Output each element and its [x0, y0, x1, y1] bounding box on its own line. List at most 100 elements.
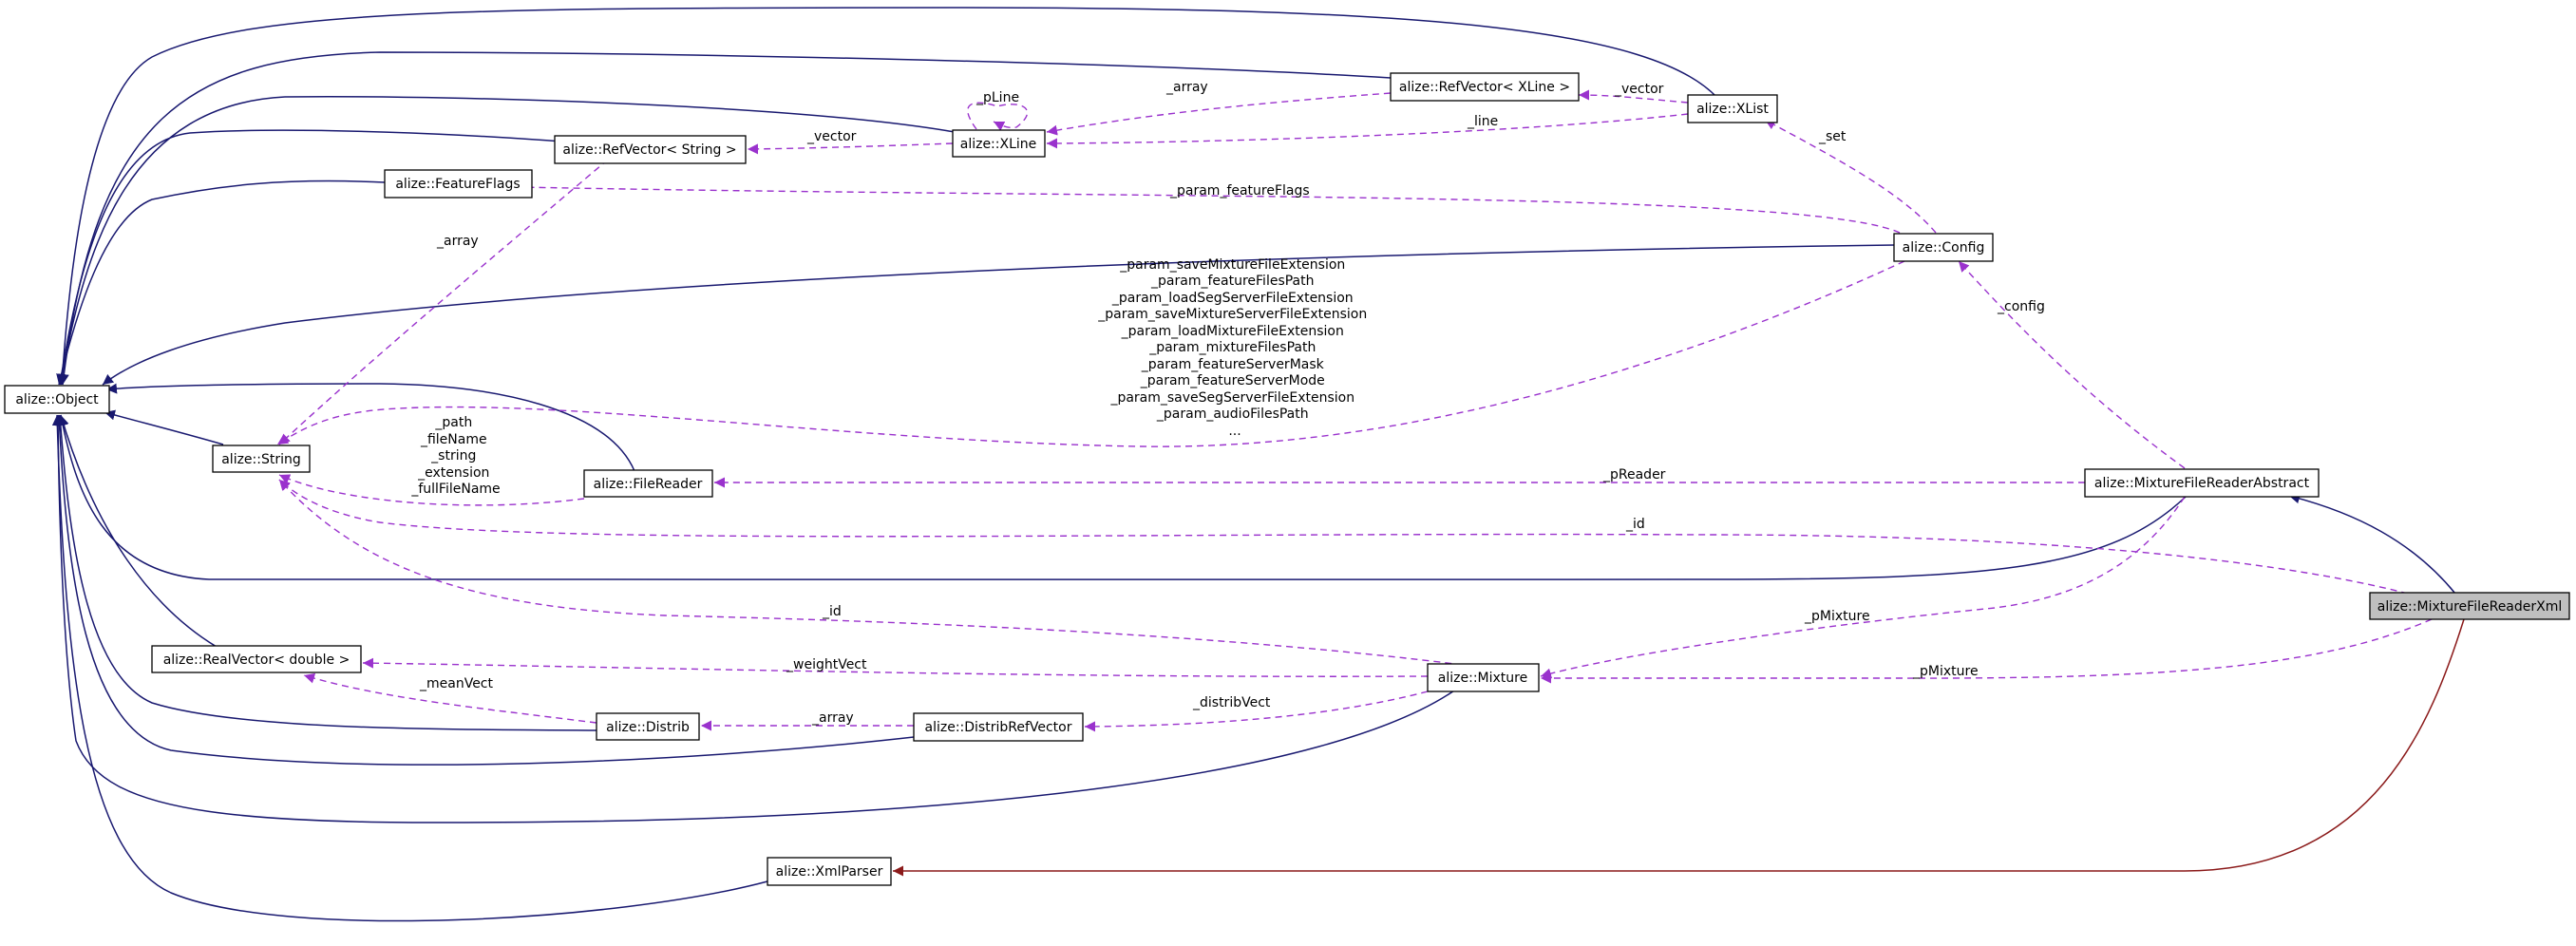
edge-mixture-weightvect-to-realvector	[362, 657, 1429, 677]
label-config-param-1: _param_featureFilesPath	[1150, 274, 1314, 289]
label-line: _line	[1467, 114, 1498, 129]
label-set: _set	[1818, 129, 1847, 144]
label-config-param-10: ...	[1228, 424, 1241, 439]
node-filereader[interactable]: alize::FileReader	[583, 469, 713, 498]
edge-mixture-id-to-string	[278, 479, 1464, 666]
nodes: alize::Object alize::String alize::Featu…	[4, 72, 2570, 886]
node-object-label: alize::Object	[15, 392, 99, 407]
node-config-label: alize::Config	[1903, 240, 1985, 255]
node-realvector-double-label: alize::RealVector< double >	[163, 653, 350, 668]
edge-xline-vector-to-refvector-string	[747, 142, 954, 155]
edge-xline-to-object	[57, 96, 956, 386]
edge-config-to-object	[102, 244, 1895, 386]
edge-refvector-xline-to-object	[58, 51, 1392, 386]
edge-config-set-to-xlist	[1764, 119, 1937, 234]
label-config-param-9: _param_audioFilesPath	[1156, 407, 1309, 422]
label-filereader-string-0: _path	[434, 415, 472, 430]
edge-distrib-meanvect-to-realvector	[303, 672, 597, 724]
node-mixturefilereaderabstract[interactable]: alize::MixtureFileReaderAbstract	[2084, 468, 2320, 498]
label-pline: _pLine	[975, 90, 1019, 105]
edge-xlist-vector-to-refvector-xline	[1578, 89, 1689, 104]
node-object[interactable]: alize::Object	[4, 385, 110, 414]
node-xline-label: alize::XLine	[960, 137, 1037, 152]
label-config: _config	[1997, 299, 2045, 314]
edge-labels: _pLine _array _vector _vector _line _set…	[410, 80, 2045, 726]
edge-string-to-object	[104, 409, 224, 445]
node-mixture-label: alize::Mixture	[1438, 671, 1527, 686]
edge-refvector-string-to-object	[56, 129, 618, 386]
label-config-param-6: _param_featureServerMask	[1141, 357, 1325, 372]
node-refvector-xline[interactable]: alize::RefVector< XLine >	[1390, 72, 1580, 102]
label-pmixture-xml: _pMixture	[1912, 664, 1979, 679]
edge-xlist-to-object	[57, 7, 1718, 386]
edge-mixture-to-object	[52, 414, 1458, 823]
node-xmlparser-label: alize::XmlParser	[776, 864, 883, 880]
label-config-param-7: _param_featureServerMode	[1140, 373, 1325, 388]
label-config-param-0: _param_saveMixtureFileExtension	[1119, 257, 1345, 273]
node-xmlparser[interactable]: alize::XmlParser	[767, 857, 892, 886]
edge-filereader-to-object	[105, 383, 635, 472]
edge-xline-pline-self	[967, 102, 1029, 131]
node-distribrefvector-label: alize::DistribRefVector	[925, 720, 1072, 735]
label-filereader-string-1: _fileName	[420, 432, 487, 447]
label-meanvect: _meanVect	[419, 676, 494, 691]
edge-mfra-config-to-config	[1958, 260, 2186, 469]
edge-featureflags-to-object	[56, 180, 386, 386]
edge-realvector-to-object	[58, 414, 218, 648]
edge-refvector-string-array-to-string	[278, 159, 609, 445]
edge-mixture-distribvect-to-distribrefvector	[1084, 691, 1429, 732]
label-array-xline: _array	[1165, 80, 1208, 95]
node-distrib[interactable]: alize::Distrib	[596, 712, 700, 741]
edge-config-featureflags-to-featureflags	[520, 181, 1901, 234]
node-refvector-xline-label: alize::RefVector< XLine >	[1399, 80, 1570, 95]
node-filereader-label: alize::FileReader	[594, 477, 703, 492]
label-config-param-2: _param_loadSegServerFileExtension	[1111, 291, 1354, 306]
node-featureflags-label: alize::FeatureFlags	[395, 177, 520, 192]
label-id-xml: _id	[1625, 517, 1645, 532]
edge-distribrefvector-to-object	[54, 414, 915, 766]
edge-mfra-pmixture-to-mixture	[1540, 496, 2186, 679]
node-mixture[interactable]: alize::Mixture	[1427, 663, 1540, 692]
label-config-params: _param_saveMixtureFileExtension _param_f…	[1097, 257, 1371, 439]
edge-config-params-to-string	[276, 260, 1905, 447]
node-config[interactable]: alize::Config	[1893, 233, 1994, 262]
label-config-param-3: _param_saveMixtureServerFileExtension	[1097, 307, 1367, 322]
label-config-param-5: _param_mixtureFilesPath	[1148, 340, 1316, 355]
node-realvector-double[interactable]: alize::RealVector< double >	[151, 645, 362, 673]
inheritance-edges	[51, 7, 2456, 922]
label-filereader-string-3: _extension	[417, 465, 489, 481]
edge-xml-id-to-string	[278, 479, 2409, 595]
edge-xml-to-xmlparser	[893, 618, 2465, 877]
node-xline[interactable]: alize::XLine	[952, 129, 1046, 158]
label-preader: _pReader	[1602, 467, 1666, 482]
node-refvector-string[interactable]: alize::RefVector< String >	[554, 135, 747, 164]
edge-mfra-to-object	[57, 414, 2187, 581]
node-mixturefilereaderxml[interactable]: alize::MixtureFileReaderXml	[2369, 592, 2570, 620]
label-vector-xline: _vector	[1614, 82, 1664, 97]
label-array-distrib: _array	[811, 710, 854, 726]
node-mixturefilereaderabstract-label: alize::MixtureFileReaderAbstract	[2094, 476, 2310, 491]
node-xlist[interactable]: alize::XList	[1687, 94, 1778, 123]
label-filereader-string-2: _string	[430, 448, 476, 464]
node-refvector-string-label: alize::RefVector< String >	[562, 142, 736, 158]
label-weightvect: _weightVect	[786, 657, 867, 672]
label-array-string: _array	[436, 234, 479, 249]
node-distrib-label: alize::Distrib	[606, 720, 690, 735]
node-mixturefilereaderxml-label: alize::MixtureFileReaderXml	[2377, 599, 2563, 615]
node-string[interactable]: alize::String	[212, 445, 311, 473]
node-xlist-label: alize::XList	[1696, 102, 1769, 117]
node-distribrefvector[interactable]: alize::DistribRefVector	[913, 712, 1084, 742]
edge-xmlparser-to-object	[51, 414, 768, 922]
label-filereader-strings: _path _fileName _string _extension _full…	[410, 415, 500, 497]
edge-distrib-to-object	[55, 414, 597, 731]
node-featureflags[interactable]: alize::FeatureFlags	[384, 169, 533, 199]
label-param-featureflags: _param_featureFlags	[1169, 183, 1310, 199]
label-vector-string: _vector	[806, 129, 857, 144]
edge-filereader-strings-to-string	[278, 474, 585, 506]
edge-xlist-line-to-xline	[1046, 113, 1689, 149]
node-string-label: alize::String	[221, 452, 301, 467]
label-id-mixture: _id	[822, 604, 842, 619]
label-distribvect: _distribVect	[1192, 695, 1271, 710]
